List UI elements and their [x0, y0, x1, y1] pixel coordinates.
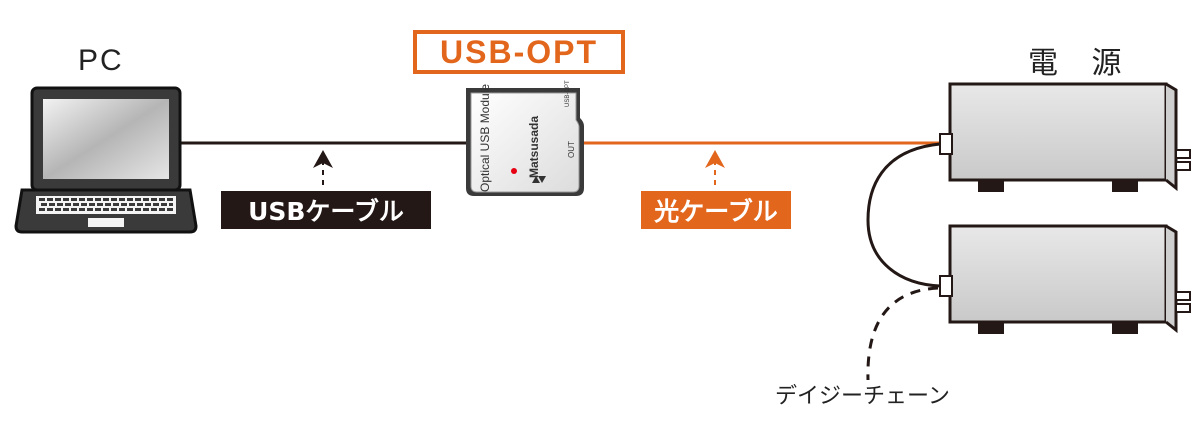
daisy-chain-label: デイジーチェーン — [775, 384, 950, 409]
module-port-text: OUT — [567, 141, 576, 158]
module-brand-text: Matsusada — [527, 115, 541, 178]
daisy-chain-cable — [866, 142, 941, 288]
power-supply-icon — [939, 82, 1191, 192]
matsusada-logo-icon — [532, 176, 546, 183]
usb-opt-title: USB-OPT — [413, 30, 625, 74]
module-name-text: Optical USB Module — [478, 83, 492, 192]
power-supply-label: 電 源 — [1028, 46, 1134, 81]
power-supply-icon — [939, 224, 1191, 334]
daisy-chain-dashed — [866, 286, 939, 381]
module-model-text: USB-OPT — [565, 80, 571, 107]
optical-cable-label: 光ケーブル — [641, 191, 791, 229]
usb-cable-label: USBケーブル — [221, 191, 431, 229]
led-dot-icon — [511, 168, 517, 174]
arrow-up-icon — [705, 150, 725, 190]
pc-label: PC — [78, 44, 124, 77]
arrow-up-icon — [313, 150, 333, 190]
laptop-icon — [14, 86, 198, 234]
optical-usb-module-icon — [466, 88, 584, 196]
